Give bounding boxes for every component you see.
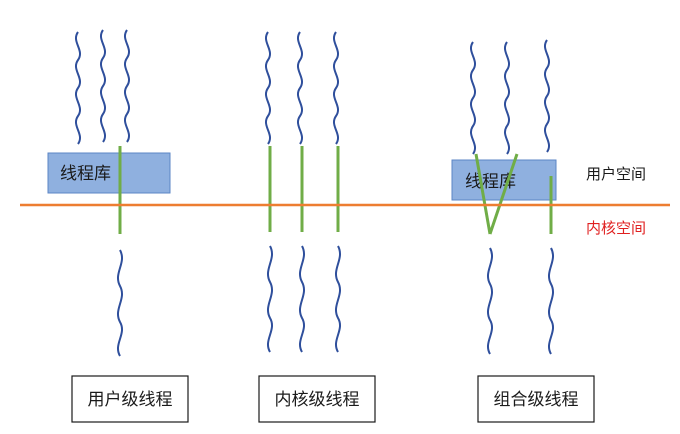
user-thread-3-icon <box>123 29 131 143</box>
thread-library-box-left <box>47 152 171 194</box>
user-thread-2-icon <box>99 29 107 143</box>
combined-kernel-link-1 <box>474 153 492 235</box>
caption-box-user-level <box>71 375 189 423</box>
caption-kernel-level: 内核级线程 <box>275 390 360 410</box>
user-space-label: 用户空间 <box>586 165 646 183</box>
thread-library-label-right: 线程库 <box>465 172 516 192</box>
caption-box-kernel-level <box>258 375 376 423</box>
combined-level-group: 线程库 <box>451 39 557 355</box>
combined-kernel-link-2 <box>488 153 519 235</box>
kernel-thread-2-icon <box>299 245 305 353</box>
user-level-kernel-thread-icon <box>117 249 123 357</box>
combined-user-thread-2-icon <box>503 41 511 155</box>
thread-library-label-left: 线程库 <box>60 164 111 184</box>
kernel-group-user-thread-3-icon <box>332 31 340 145</box>
kernel-level-group <box>264 31 341 353</box>
caption-user-level: 用户级线程 <box>88 390 173 410</box>
combined-kernel-thread-1-icon <box>487 247 493 355</box>
kernel-group-user-thread-1-icon <box>264 31 272 145</box>
combined-kernel-thread-2-icon <box>548 247 554 355</box>
kernel-thread-3-icon <box>335 245 341 353</box>
kernel-space-label: 内核空间 <box>586 219 646 237</box>
caption-combined-level: 组合级线程 <box>494 390 579 410</box>
combined-user-thread-3-icon <box>543 39 551 153</box>
user-thread-1-icon <box>74 31 82 145</box>
kernel-thread-1-icon <box>267 245 273 353</box>
user-level-group: 线程库 <box>47 29 171 357</box>
kernel-group-user-thread-2-icon <box>296 31 304 145</box>
combined-user-thread-1-icon <box>469 41 477 155</box>
caption-box-combined-level <box>477 375 595 423</box>
